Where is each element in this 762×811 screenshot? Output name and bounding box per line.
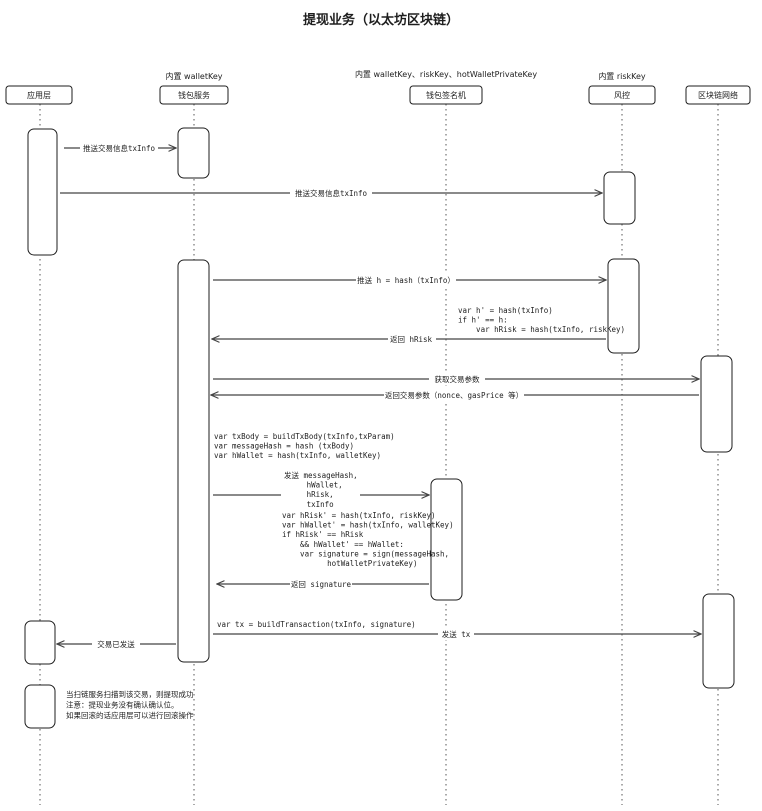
participant-app: 应用层	[5, 85, 73, 105]
note-app-withdraw-success: 当扫链服务扫描到该交易，则提现成功注意：提现业务没有确认确认位。如果回滚的话应用…	[66, 689, 194, 720]
message-return-signature: 返回 signature	[217, 578, 429, 590]
participant-signer-label: 钱包签名机	[426, 90, 466, 100]
activation-risk-2	[607, 258, 640, 354]
activation-app-2	[24, 620, 56, 665]
participant-note-wallet: 内置 walletKey	[166, 71, 223, 81]
participant-note-risk: 内置 riskKey	[598, 71, 646, 81]
participant-risk: 风控	[588, 85, 656, 105]
message-label: 返回交易参数（nonce、gasPrice 等）	[385, 390, 523, 400]
message-label: 发送 messageHash, hWallet, hRisk, txInfo	[284, 470, 358, 509]
participant-signer: 钱包签名机	[409, 85, 483, 105]
message-push-txinfo-to-risk: 推送交易信息txInfo	[60, 187, 602, 199]
note-signer-verify: var hRisk' = hash(txInfo, riskKey)var hW…	[282, 511, 454, 568]
activation-app-1	[27, 128, 58, 256]
activation-risk-1	[603, 171, 636, 225]
participant-chain: 区块链网络	[685, 85, 751, 105]
participant-wallet: 钱包服务	[159, 85, 229, 105]
note-build-transaction: var tx = buildTransaction(txInfo, signat…	[217, 620, 416, 629]
message-label: 推送交易信息txInfo	[83, 143, 156, 153]
message-label: 推送 h = hash（txInfo）	[357, 275, 455, 285]
activation-chain-2	[702, 593, 735, 689]
activation-app-3	[24, 684, 56, 729]
message-label: 推送交易信息txInfo	[295, 188, 368, 198]
activation-wallet-2	[177, 259, 210, 663]
message-send-tx: 发送 tx	[213, 628, 701, 640]
message-return-hrisk: 返回 hRisk	[212, 333, 606, 345]
message-label: 发送 tx	[442, 629, 471, 639]
message-send-to-signer: 发送 messageHash, hWallet, hRisk, txInfo	[213, 470, 429, 509]
message-get-tx-params: 获取交易参数	[213, 373, 699, 385]
participant-risk-label: 风控	[614, 90, 630, 100]
activation-chain-1	[700, 355, 733, 453]
participant-wallet-label: 钱包服务	[178, 90, 210, 100]
message-push-txinfo-to-wallet: 推送交易信息txInfo	[64, 142, 176, 154]
activation-signer-1	[430, 478, 463, 601]
message-push-hash-to-risk: 推送 h = hash（txInfo）	[213, 274, 606, 286]
participant-note-signer: 内置 walletKey、riskKey、hotWalletPrivateKey	[355, 69, 537, 79]
message-label: 返回 hRisk	[390, 335, 433, 344]
activation-wallet-1	[177, 127, 210, 179]
participant-app-label: 应用层	[27, 90, 51, 100]
note-risk-verify: var h' = hash(txInfo)if h' == h: var hRi…	[458, 306, 625, 334]
message-label: 返回 signature	[291, 580, 352, 589]
diagram-title: 提现业务（以太坊区块链）	[303, 12, 459, 28]
message-tx-sent: 交易已发送	[57, 638, 176, 650]
message-label: 获取交易参数	[435, 374, 480, 384]
message-return-tx-params: 返回交易参数（nonce、gasPrice 等）	[211, 389, 699, 401]
participant-chain-label: 区块链网络	[698, 90, 738, 100]
note-build-tx-body: var txBody = buildTxBody(txInfo,txParam)…	[214, 432, 395, 460]
message-label: 交易已发送	[97, 639, 135, 649]
